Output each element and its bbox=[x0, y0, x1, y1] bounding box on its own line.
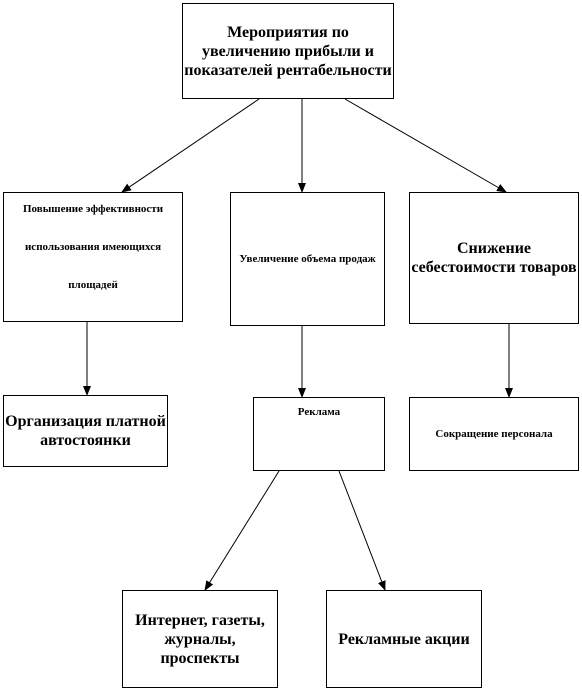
node-space-efficiency-label: Повышение эффективности использования им… bbox=[22, 203, 164, 291]
node-staff-reduction: Сокращение персонала bbox=[409, 397, 579, 471]
node-advertising: Реклама bbox=[253, 397, 385, 471]
node-promo-actions: Рекламные акции bbox=[326, 590, 482, 688]
node-profit-measures: Мероприятия по увеличению прибыли и пока… bbox=[182, 3, 394, 99]
node-cost-reduction-label: Снижение себестоимости товаров bbox=[411, 240, 577, 276]
node-sales-increase-label: Увеличение объема продаж bbox=[239, 253, 376, 265]
node-space-efficiency: Повышение эффективности использования им… bbox=[3, 192, 183, 322]
node-staff-reduction-label: Сокращение персонала bbox=[435, 428, 553, 440]
node-cost-reduction: Снижение себестоимости товаров bbox=[409, 192, 579, 324]
node-media-channels: Интернет, газеты, журналы, проспекты bbox=[122, 590, 278, 688]
arrow-advertising-to-promo bbox=[338, 470, 386, 591]
node-profit-measures-label: Мероприятия по увеличению прибыли и пока… bbox=[184, 23, 392, 79]
arrow-root-to-cost bbox=[344, 98, 507, 193]
arrow-advertising-to-media bbox=[204, 470, 280, 591]
node-paid-parking: Организация платной автостоянки bbox=[3, 395, 168, 467]
node-sales-increase: Увеличение объема продаж bbox=[230, 192, 385, 326]
node-paid-parking-label: Организация платной автостоянки bbox=[5, 413, 166, 449]
node-promo-actions-label: Рекламные акции bbox=[338, 630, 470, 648]
node-media-channels-label: Интернет, газеты, журналы, проспекты bbox=[135, 611, 265, 667]
node-advertising-label: Реклама bbox=[297, 406, 341, 418]
arrow-root-to-efficiency bbox=[121, 98, 260, 193]
